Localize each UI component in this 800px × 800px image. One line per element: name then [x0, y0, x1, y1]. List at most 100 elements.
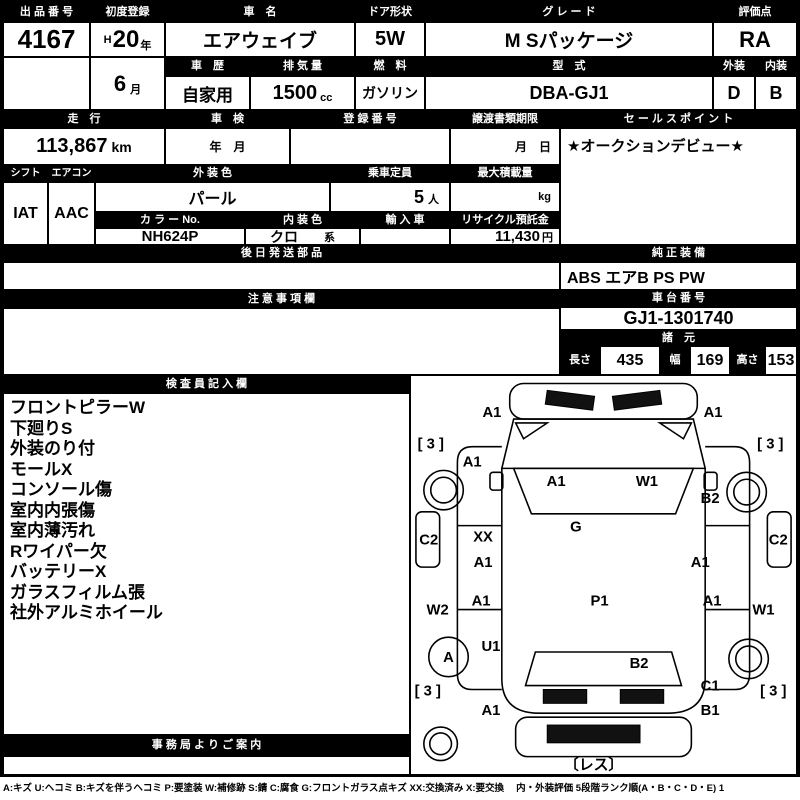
mileage-header: 走 行	[3, 110, 165, 128]
capacity-number: 5	[413, 186, 424, 207]
damage-marker: B1	[701, 703, 720, 719]
displacement-header: 排 気 量	[250, 57, 355, 76]
inspector-note-item: バッテリーX	[10, 562, 107, 581]
exterior-score-value: D	[713, 76, 755, 110]
interior-score-value: B	[755, 76, 797, 110]
month-unit: 月	[130, 83, 142, 96]
displacement-unit: cc	[320, 92, 333, 104]
interior-score-header: 内装	[755, 57, 797, 76]
lot-number-value: 4167	[3, 22, 90, 57]
headlight-left	[514, 422, 550, 440]
length-label: 長さ	[560, 346, 600, 375]
front-bumper	[508, 382, 699, 420]
max-load-value: kg	[450, 182, 560, 212]
front-left-wheel	[423, 469, 465, 511]
damage-marker: W1	[636, 474, 658, 490]
first-registration-header: 初度登録	[90, 3, 165, 22]
fuel-value: ガソリン	[355, 76, 425, 110]
car-name-header: 車 名	[165, 3, 355, 22]
damage-marker: A1	[474, 555, 493, 571]
inspection-header: 車 検	[165, 110, 290, 128]
car-name-value: エアウェイブ	[165, 22, 355, 57]
rear-right-wheel-inner	[734, 645, 763, 673]
damage-marker: P1	[590, 594, 608, 610]
damage-marker: A	[443, 650, 454, 666]
sales-point-header: セ ー ル ス ポ イ ン ト	[560, 110, 797, 128]
interior-color-value: クロ 系	[245, 228, 360, 245]
door-shape-header: ドア形状	[355, 3, 425, 22]
rear-bumper	[514, 716, 693, 758]
damage-marker: U1	[482, 639, 501, 655]
damage-marker: A1	[691, 555, 710, 571]
aircon-value: AAC	[48, 182, 95, 245]
aircon-header: エアコン	[48, 165, 95, 182]
legend-text: A:キズ U:ヘコミ B:キズを伴うヘコミ P:要塗装 W:補修跡 S:錆 C:…	[3, 783, 725, 794]
inspector-note-item: 室内薄汚れ	[10, 521, 95, 540]
max-load-header: 最大積載量	[450, 165, 560, 182]
height-label: 高さ	[730, 346, 765, 375]
damage-marker: [ 3 ]	[418, 437, 444, 453]
width-value: 169	[690, 346, 730, 375]
shift-header: シフト	[3, 165, 48, 182]
rear-right-wheel	[728, 638, 770, 680]
damage-marker: W1	[752, 602, 774, 618]
color-number-header: カ ラ ー No.	[95, 212, 245, 228]
hood	[500, 418, 707, 470]
right-side-panel	[705, 445, 751, 691]
transfer-deadline-value: 月 日	[450, 128, 560, 165]
inspector-note-item: コンソール傷	[10, 480, 112, 499]
capacity-value: 5 人	[330, 182, 450, 212]
taillight-right	[619, 689, 665, 704]
grade-value: M Sパッケージ	[425, 22, 713, 57]
registration-number-header: 登 録 番 号	[290, 110, 450, 128]
import-car-value	[360, 228, 450, 245]
capacity-unit: 人	[428, 194, 439, 206]
color-number-value: NH624P	[95, 228, 245, 245]
first-registration-year-value: H 20 年	[90, 22, 165, 57]
damage-marker: C2	[769, 532, 788, 548]
office-info-header: 事 務 局 よ り ご 案 内	[3, 735, 410, 756]
chassis-number-value: GJ1-1301740	[560, 307, 797, 330]
lot-number-empty	[3, 57, 90, 110]
damage-marker: W2	[427, 602, 449, 618]
inspector-note-item: 下廻りS	[10, 418, 73, 438]
score-value: RA	[713, 22, 797, 57]
right-mirror	[703, 471, 718, 491]
damage-marker: G	[570, 520, 582, 536]
caution-notes-header: 注 意 事 項 欄	[3, 290, 560, 308]
exterior-color-header: 外 装 色	[95, 165, 330, 182]
registration-number-value	[290, 128, 450, 165]
mileage-value: 113,867 km	[3, 128, 165, 165]
inspector-notes-header: 検 査 員 記 入 欄	[3, 375, 410, 393]
damage-marker: C2	[419, 532, 438, 548]
damage-marker: A1	[472, 594, 491, 610]
damage-marker: A1	[547, 474, 566, 490]
damage-marker: [ 3 ]	[760, 683, 786, 699]
exterior-score-header: 外装	[713, 57, 755, 76]
rear-plate	[546, 724, 641, 744]
damage-marker: A1	[703, 594, 722, 610]
rear-window	[524, 651, 683, 687]
left-mirror	[489, 471, 504, 491]
recycle-unit: 円	[542, 231, 553, 244]
later-parts-header: 後 日 発 送 部 品	[3, 245, 560, 262]
interior-color-header: 内 装 色	[245, 212, 360, 228]
first-registration-month-value: 6 月	[90, 57, 165, 110]
sales-point-value: ★オークションデビュー★	[560, 128, 797, 245]
damage-marker: B2	[630, 656, 649, 672]
exterior-color-value: パール	[95, 182, 330, 212]
displacement-value: 1500 cc	[250, 76, 355, 110]
reg-year: 20	[112, 25, 140, 53]
reg-month: 6	[113, 70, 127, 96]
height-value: 153	[765, 346, 797, 375]
damage-marker: A1	[704, 405, 723, 421]
chassis-number-header: 車 台 番 号	[560, 290, 797, 307]
right-corner-box	[766, 511, 792, 568]
dimensions-header: 諸 元	[560, 330, 797, 346]
score-header: 評価点	[713, 3, 797, 22]
front-grille-left	[544, 389, 596, 411]
body-outline	[501, 468, 706, 714]
damage-marker: [ 3 ]	[757, 437, 783, 453]
shift-value: IAT	[3, 182, 48, 245]
